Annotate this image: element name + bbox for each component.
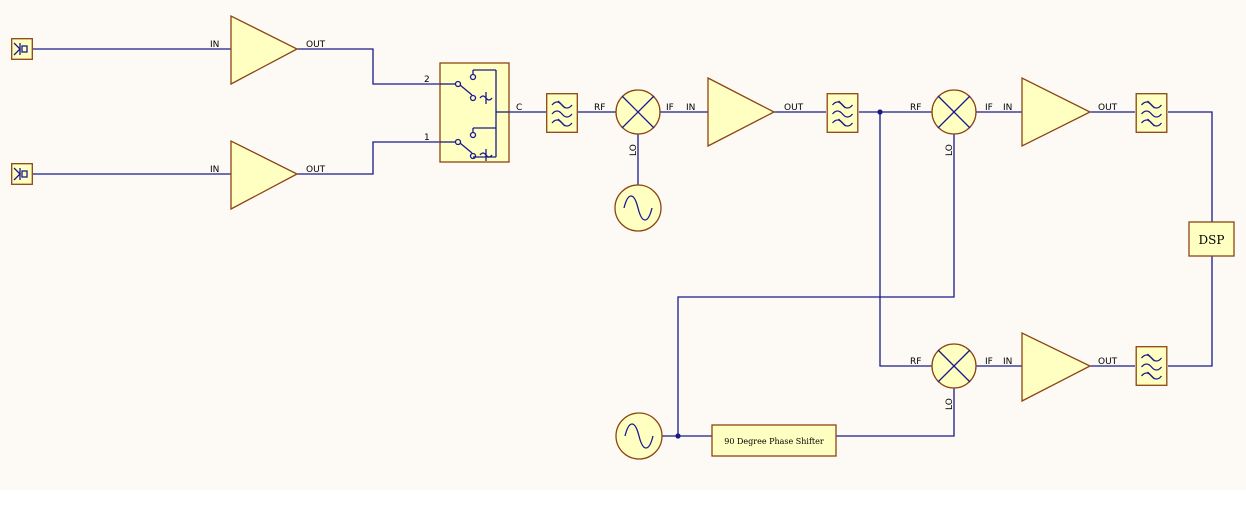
amp3-out-label: OUT xyxy=(784,103,804,113)
bandpass-filter-2-icon xyxy=(826,93,859,133)
antenna-2-icon xyxy=(11,163,33,185)
wire-amp1-switch xyxy=(297,48,440,85)
amp2-in-label: IN xyxy=(210,165,219,175)
bandpass-filter-1-icon xyxy=(546,93,578,133)
bandpass-filter-3-icon xyxy=(1135,93,1168,133)
local-oscillator-1 xyxy=(614,184,662,232)
amp1-in-label: IN xyxy=(210,40,219,50)
mixer2-lo-label: LO xyxy=(945,144,955,156)
amp2-out-label: OUT xyxy=(306,165,326,175)
antenna-1-icon xyxy=(11,38,33,60)
amp3-in-label: IN xyxy=(686,103,695,113)
wire-filter4-dsp xyxy=(1168,256,1213,367)
wire-phase-shifter-mixer3 xyxy=(836,388,955,437)
phase-shifter-block: 90 Degree Phase Shifter xyxy=(711,424,837,457)
wire-mixer2-lo-to-osc2 xyxy=(677,134,955,436)
mixer1-lo-label: LO xyxy=(629,144,639,156)
amplifier-3: IN OUT xyxy=(686,76,804,148)
dsp-block: DSP xyxy=(1188,221,1235,257)
switch-c-label: C xyxy=(516,103,522,113)
wire-filter2-mixer3 xyxy=(879,112,932,367)
local-oscillator-2 xyxy=(615,412,663,460)
wire-filter3-dsp xyxy=(1168,111,1213,222)
junction-dot xyxy=(675,433,681,439)
mixer3-lo-label: LO xyxy=(945,398,955,410)
amplifier-4: IN OUT xyxy=(1003,76,1118,148)
mixer3-rf-label: RF xyxy=(910,357,921,367)
mixer2-rf-label: RF xyxy=(910,103,921,113)
wires xyxy=(33,48,1213,439)
amp4-in-label: IN xyxy=(1003,103,1012,113)
junction-dot xyxy=(877,109,883,115)
amplifier-5: IN OUT xyxy=(1003,331,1118,403)
wire-amp2-switch xyxy=(297,141,440,175)
switch-port-1-label: 1 xyxy=(424,133,430,143)
mixer1-if-label: IF xyxy=(666,103,674,113)
amplifier-1: IN OUT xyxy=(210,14,326,86)
mixer-2: RF IF LO xyxy=(910,89,993,156)
amp5-in-label: IN xyxy=(1003,357,1012,367)
amp1-out-label: OUT xyxy=(306,40,326,50)
mixer-3: RF IF LO xyxy=(910,343,993,410)
rf-switch: 2 1 C xyxy=(424,62,522,163)
mixer3-if-label: IF xyxy=(985,357,993,367)
mixer1-rf-label: RF xyxy=(594,103,605,113)
bandpass-filter-4-icon xyxy=(1135,346,1168,386)
mixer-1: RF IF LO xyxy=(594,89,674,156)
dsp-label: DSP xyxy=(1199,233,1225,247)
amp4-out-label: OUT xyxy=(1098,103,1118,113)
switch-port-2-label: 2 xyxy=(424,75,430,85)
amp5-out-label: OUT xyxy=(1098,357,1118,367)
schematic-background xyxy=(0,0,1246,490)
amplifier-2: IN OUT xyxy=(210,139,326,211)
phase-shifter-label: 90 Degree Phase Shifter xyxy=(724,437,824,446)
mixer2-if-label: IF xyxy=(985,103,993,113)
